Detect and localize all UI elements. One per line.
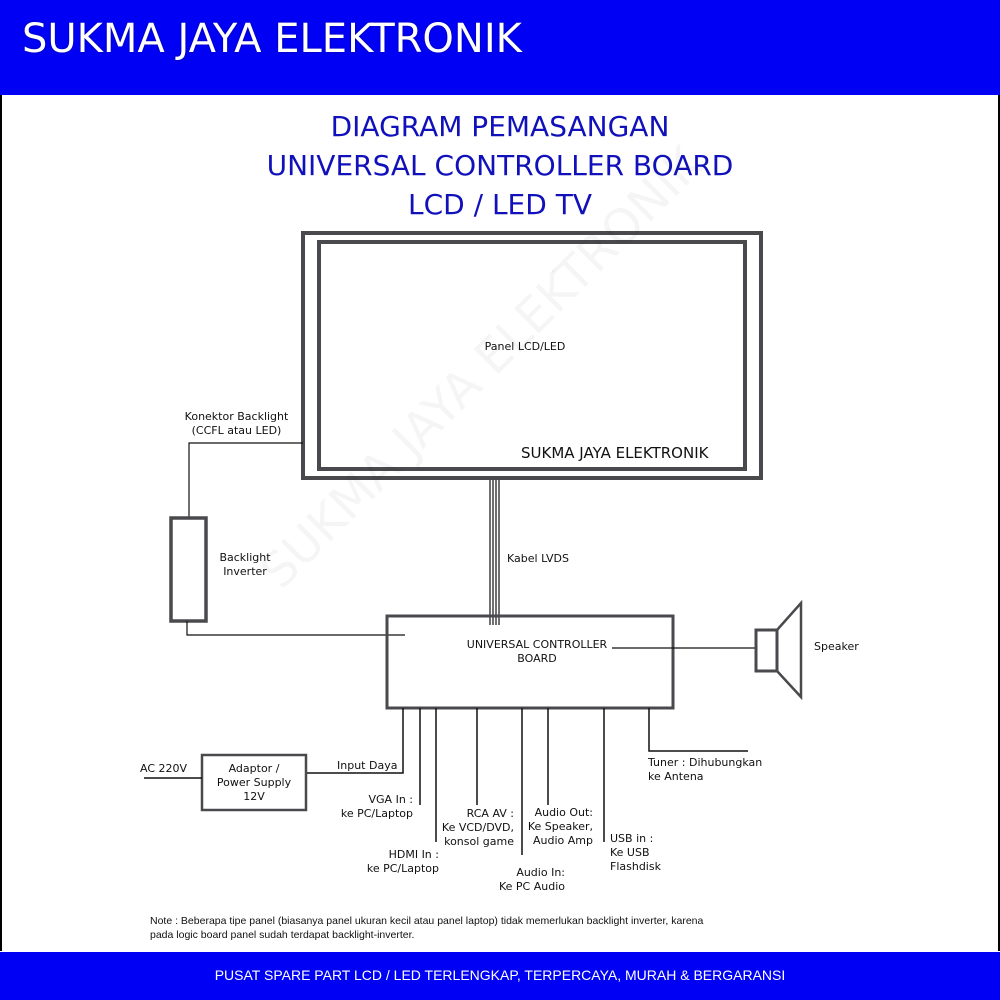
usb-line2: Ke USB <box>610 846 650 859</box>
panel-brand: SUKMA JAYA ELEKTRONIK <box>521 444 709 462</box>
footer-banner: PUSAT SPARE PART LCD / LED TERLENGKAP, T… <box>0 952 1000 1000</box>
diagram-title-line3: LCD / LED TV <box>408 188 592 221</box>
note-text: Note : Beberapa tipe panel (biasanya pan… <box>150 914 703 942</box>
controller-board-box <box>385 614 675 710</box>
input-daya-wire <box>305 708 404 774</box>
usb-line3: Flashdisk <box>610 860 661 873</box>
audio-in-line2: Ke PC Audio <box>498 880 565 893</box>
adaptor-line2: Power Supply <box>216 776 292 789</box>
vga-line1: VGA In : <box>368 793 414 806</box>
rca-line1: RCA AV : <box>466 807 514 820</box>
backlight-connector-label: Konektor Backlight (CCFL atau LED) <box>170 410 303 438</box>
panel-inner-frame <box>317 240 747 471</box>
audio-out-label: Audio Out: Ke Speaker, Audio Amp <box>518 806 593 848</box>
lvds-cable <box>489 480 500 625</box>
adaptor-line1: Adaptor / <box>228 762 280 775</box>
hdmi-line1: HDMI In : <box>388 848 439 861</box>
controller-line2: BOARD <box>517 652 557 665</box>
audio-in-label: Audio In: Ke PC Audio <box>480 866 565 894</box>
tuner-label: Tuner : Dihubungkan ke Antena <box>648 756 762 784</box>
panel-outer-frame <box>301 231 763 480</box>
audio-out-line1: Audio Out: <box>534 806 593 819</box>
speaker-magnet-icon <box>754 628 779 673</box>
speaker-cone-icon <box>775 599 803 701</box>
ac-label: AC 220V <box>140 762 188 775</box>
input-daya-label: Input Daya <box>337 759 398 772</box>
panel-label: Panel LCD/LED <box>484 340 566 353</box>
content-frame <box>0 95 1000 951</box>
note-line1: Note : Beberapa tipe panel (biasanya pan… <box>150 915 704 927</box>
rca-line2: Ke VCD/DVD, <box>441 821 514 834</box>
lvds-label: Kabel LVDS <box>507 552 569 565</box>
backlight-connector-line2: (CCFL atau LED) <box>191 424 282 437</box>
adaptor-line3: 12V <box>243 790 265 803</box>
backlight-connector-line1: Konektor Backlight <box>184 410 289 423</box>
rca-label: RCA AV : Ke VCD/DVD, konsol game <box>430 807 514 849</box>
diagram-title-line2: UNIVERSAL CONTROLLER BOARD <box>266 149 734 182</box>
rca-line3: konsol game <box>444 835 514 848</box>
vga-line2: ke PC/Laptop <box>340 807 413 820</box>
header-banner: SUKMA JAYA ELEKTRONIK <box>0 0 1000 95</box>
backlight-connector-wire <box>188 442 303 518</box>
speaker-label: Speaker <box>814 640 859 653</box>
tuner-line1: Tuner : Dihubungkan <box>648 756 763 769</box>
adaptor-label: Adaptor / Power Supply 12V <box>202 762 306 804</box>
controller-line1: UNIVERSAL CONTROLLER <box>466 638 608 651</box>
usb-label: USB in : Ke USB Flashdisk <box>610 832 661 874</box>
inverter-line1: Backlight <box>219 551 271 564</box>
vga-label: VGA In : ke PC/Laptop <box>318 793 413 821</box>
inverter-line2: Inverter <box>223 565 267 578</box>
hdmi-line2: ke PC/Laptop <box>366 862 439 875</box>
hdmi-label: HDMI In : ke PC/Laptop <box>340 848 439 876</box>
inverter-to-board-wire <box>186 621 405 636</box>
note-line2: pada logic board panel sudah terdapat ba… <box>150 929 415 941</box>
controller-label: UNIVERSAL CONTROLLER BOARD <box>440 638 634 666</box>
audio-in-line1: Audio In: <box>516 866 565 879</box>
diagram-title-line1: DIAGRAM PEMASANGAN <box>330 110 670 143</box>
footer-tagline: PUSAT SPARE PART LCD / LED TERLENGKAP, T… <box>214 967 786 983</box>
audio-out-line2: Ke Speaker, <box>527 820 593 833</box>
audio-out-line3: Audio Amp <box>533 834 593 847</box>
tuner-line2: ke Antena <box>648 770 704 783</box>
inverter-label: Backlight Inverter <box>212 551 278 579</box>
adaptor-box <box>200 753 308 812</box>
brand-title: SUKMA JAYA ELEKTRONIK <box>22 16 522 62</box>
inverter-box <box>169 516 208 623</box>
usb-line1: USB in : <box>610 832 654 845</box>
tuner-wire <box>648 708 748 752</box>
